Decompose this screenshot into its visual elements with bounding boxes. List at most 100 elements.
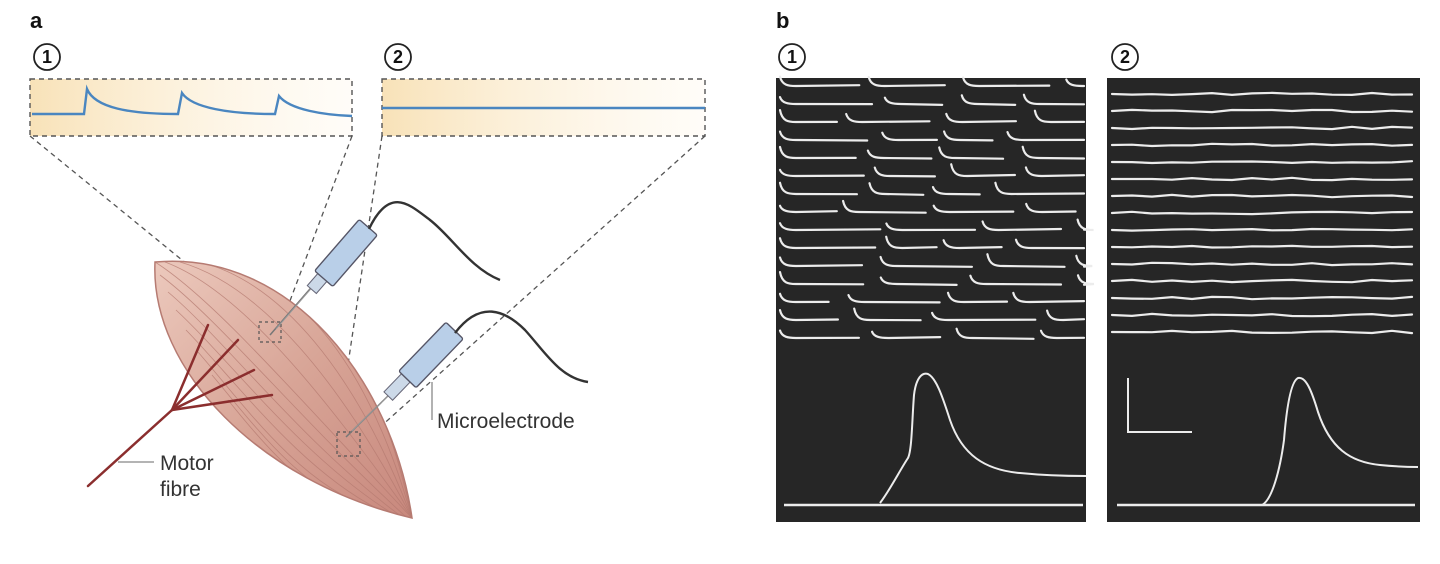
recording-1-trace-segment: [969, 274, 1063, 286]
recording-1-trace-segment: [946, 291, 1009, 304]
recording-2-trace-line: [1110, 193, 1414, 199]
recording-1-trace-segment: [1006, 131, 1086, 142]
recording-2-trace-line: [1110, 278, 1414, 284]
recording-1-trace-segment: [778, 130, 869, 142]
scale-bar: [1127, 378, 1192, 433]
recording-2-trace-line: [1110, 91, 1414, 97]
recording-1-trace-segment: [1021, 145, 1086, 160]
recording-1-trace-segment: [879, 255, 973, 268]
recording-1-trace-segment: [932, 204, 1015, 214]
recording-1-trace-segment: [1022, 93, 1086, 106]
recording-1-trace-segment: [778, 292, 830, 304]
panel-b-letter: b: [776, 8, 789, 33]
recording-1-trace-segment: [778, 309, 839, 322]
recording-2-trace-line: [1110, 312, 1414, 318]
recording-1-trace-segment: [885, 222, 977, 232]
recording-1-trace-segment: [1076, 218, 1094, 232]
recording-1-trace-segment: [1039, 329, 1086, 340]
recording-2-trace-line: [1110, 142, 1414, 148]
panel-b-marker-1: 1: [778, 43, 806, 71]
recording-2-trace-line: [1110, 329, 1414, 335]
recording-box-1: [29, 78, 353, 137]
recording-site-1: [258, 321, 282, 343]
recording-1-trace-segment: [879, 276, 958, 286]
recording-2-trace-line: [1110, 108, 1414, 114]
motor-nerve: [86, 323, 274, 488]
recording-1-trace-segment: [883, 96, 944, 106]
recording-1-trace-segment: [868, 182, 925, 196]
recording-1-trace-segment: [960, 94, 1017, 106]
microelectrode-label: Microelectrode: [437, 410, 575, 433]
panel-b: b 1 2: [776, 8, 1420, 522]
recording-1-trace-segment: [931, 186, 981, 196]
motor-label-line2: fibre: [160, 478, 201, 501]
motor-label-line1: Motor: [160, 452, 214, 475]
recording-1-trace-segment: [778, 329, 860, 340]
recording-1-trace-segment: [845, 112, 931, 124]
recording-1-trace-segment: [853, 307, 922, 322]
recording-1-trace-segment: [1065, 78, 1086, 88]
recording-1-trace-segment: [881, 131, 938, 142]
recording-1-trace-segment: [778, 96, 874, 106]
recording-1-trace-segment: [1024, 166, 1086, 178]
recording-1-trace-segment: [1075, 254, 1093, 268]
recording-1-trace-segment: [778, 109, 838, 124]
recording-2-trace-line: [1110, 125, 1414, 131]
recording-1-trace-segment: [950, 163, 1016, 178]
panel-a-marker-1: 1: [33, 43, 61, 71]
recording-1-trace-segment: [943, 130, 994, 142]
recording-1-trace-segment: [778, 145, 857, 160]
recording-1-trace-segment: [1046, 309, 1086, 322]
recording-1-trace-segment: [842, 199, 927, 214]
recording-2-trace-line: [1110, 244, 1414, 249]
recording-1-trace-segment: [778, 168, 865, 178]
recording-1-trace-segment: [962, 76, 1051, 88]
recording-1-trace-segment: [778, 204, 838, 214]
recording-1-trace-segment: [1076, 274, 1095, 286]
panel-b-marker-2: 2: [1111, 43, 1139, 71]
recording-1-trace-segment: [778, 222, 882, 232]
recording-1-trace-segment: [955, 327, 1035, 340]
recording-1-trace-segment: [778, 271, 865, 286]
recording-2-trace-line: [1110, 176, 1414, 182]
microelectrode-1: [269, 200, 501, 336]
recording-1-trace-segment: [873, 166, 936, 178]
recording-2-trace-line: [1110, 210, 1414, 216]
recording-1-trace-segment: [847, 294, 941, 304]
panel-a-marker-2: 2: [384, 43, 412, 71]
panel-a: a 1 2: [29, 8, 706, 519]
recording-1-trace-segment: [994, 181, 1086, 196]
panel-a-marker-2-label: 2: [393, 47, 403, 67]
recording-2-trace-line: [1110, 261, 1414, 267]
panel-b-marker-1-label: 1: [787, 47, 797, 67]
recording-image-1: [776, 75, 1095, 522]
recording-1-trace-segment: [931, 311, 1037, 322]
recording-image-2: [1107, 78, 1420, 522]
recording-1-traces: [778, 75, 1095, 340]
recording-1-trace-segment: [1012, 291, 1086, 304]
recording-1-trace-segment: [1025, 202, 1077, 214]
recording-box-2: [381, 78, 706, 137]
panel-a-marker-1-label: 1: [42, 47, 52, 67]
recording-1-trace-segment: [945, 112, 1017, 124]
recording-1-trace-segment: [1014, 238, 1086, 250]
recording-1-trace-segment: [778, 181, 858, 196]
recording-2-trace-line: [1110, 295, 1414, 301]
recording-1-trace-segment: [866, 149, 933, 160]
recording-2-action-potential: [1261, 376, 1419, 506]
recording-1-trace-segment: [942, 239, 1003, 250]
recording-1-trace-segment: [778, 256, 864, 268]
recording-2-trace-line: [1110, 160, 1414, 165]
recording-2-traces: [1110, 91, 1414, 335]
recording-1-trace-segment: [778, 75, 861, 88]
recording-1-trace-segment: [1033, 109, 1086, 124]
panel-a-letter: a: [30, 8, 43, 33]
recording-1-trace-segment: [778, 237, 877, 250]
recording-1-trace-segment: [986, 253, 1066, 268]
panel-b-marker-2-label: 2: [1120, 47, 1130, 67]
recording-1-trace-segment: [981, 220, 1063, 232]
trace-with-potentials: [32, 84, 353, 118]
recording-1-trace-segment: [885, 235, 938, 250]
microelectrode-2: [345, 310, 589, 438]
